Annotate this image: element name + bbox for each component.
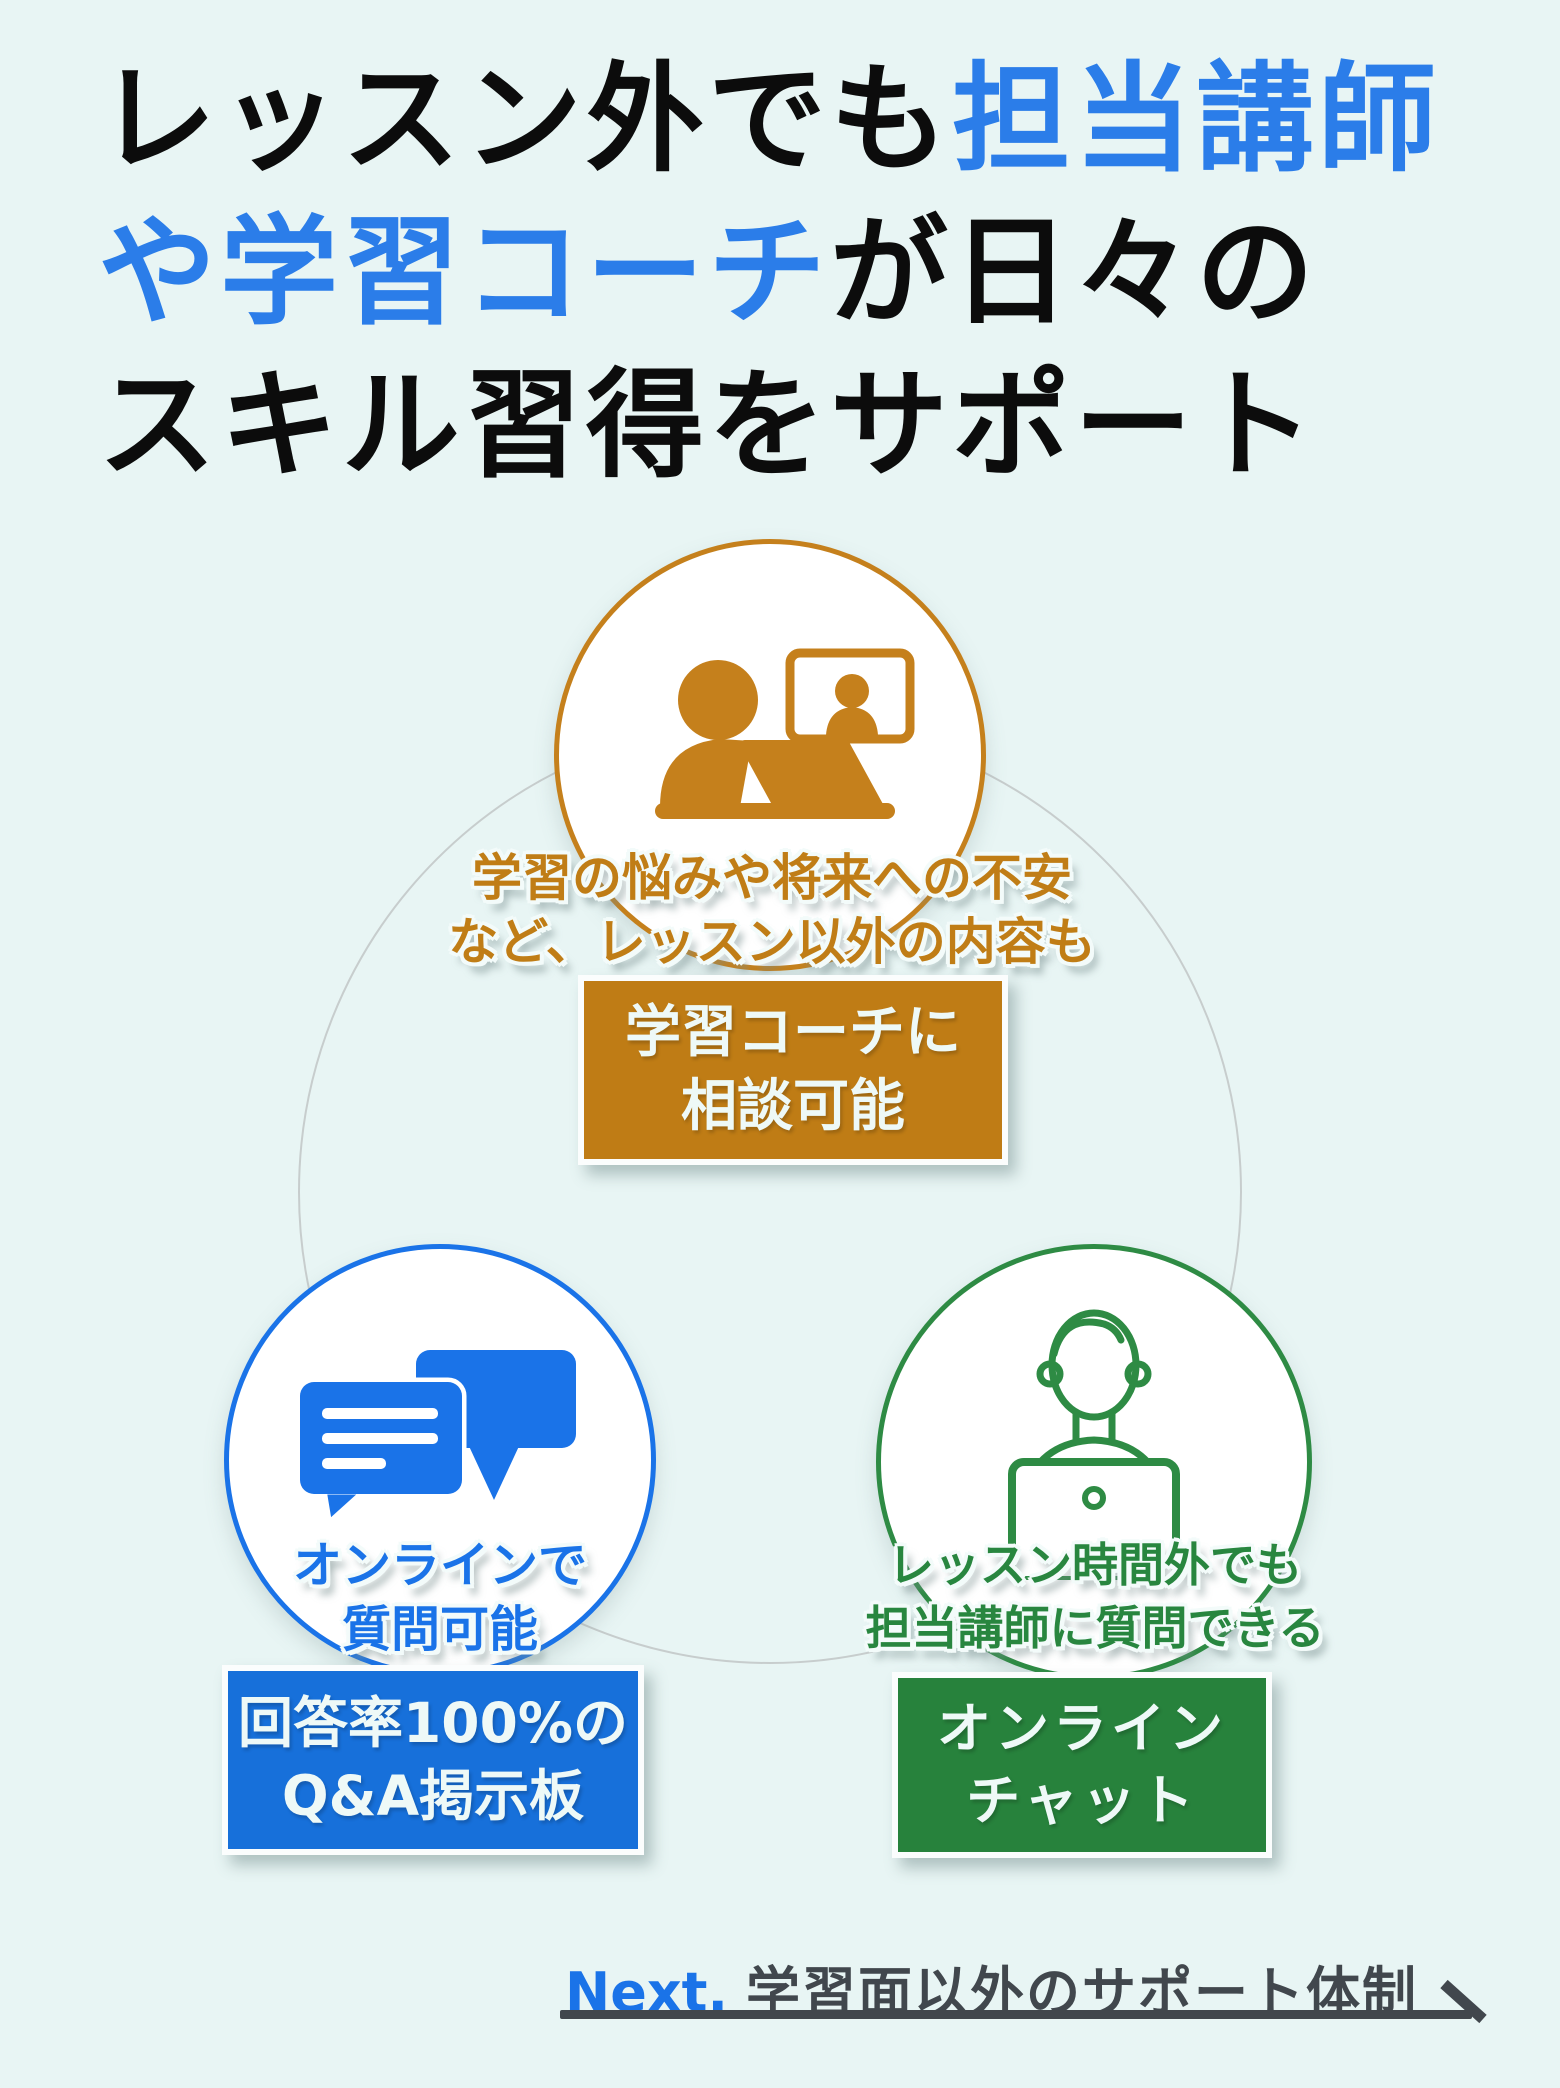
title-text-black: が日々の	[830, 202, 1319, 341]
qa-box-line1: 回答率100%の	[238, 1691, 628, 1755]
chat-caption: レッスン時間外でも 担当講師に質問できる	[845, 1534, 1345, 1660]
title-text-black: レッスン外でも	[98, 49, 953, 188]
qa-label-box: 回答率100%の Q&A掲示板	[222, 1665, 644, 1855]
coach-box-line1: 学習コーチに	[625, 1000, 961, 1065]
page-title-line1: レッスン外でも担当講師	[98, 42, 1518, 195]
footer-underline	[560, 2010, 1472, 2019]
coach-caption: 学習の悩みや将来への不安 など、レッスン以外の内容も	[272, 846, 1272, 974]
title-text-black: スキル習得をサポート	[98, 355, 1319, 494]
chat-box-line1: オンライン	[937, 1697, 1227, 1760]
instructor-laptop-icon	[1008, 1309, 1180, 1580]
qa-caption: オンラインで 質問可能	[190, 1534, 690, 1662]
chat-caption-line1: レッスン時間外でも	[888, 1538, 1302, 1592]
qa-caption-line2: 質問可能	[341, 1601, 538, 1658]
coach-circle	[554, 539, 986, 971]
coach-box-line2: 相談可能	[681, 1074, 905, 1139]
coach-caption-line2: など、レッスン以外の内容も	[448, 913, 1096, 971]
chat-bubbles-icon	[298, 1350, 576, 1530]
title-text-blue: や学習コーチ	[98, 202, 831, 341]
qa-box-line2: Q&A掲示板	[281, 1764, 585, 1828]
page-title-line2: や学習コーチが日々の	[98, 195, 1518, 348]
qa-caption-line1: オンラインで	[292, 1537, 587, 1594]
coach-caption-line1: 学習の悩みや将来への不安	[472, 849, 1072, 907]
chat-label-box: オンライン チャット	[892, 1672, 1272, 1858]
chat-caption-line2: 担当講師に質問できる	[865, 1601, 1325, 1655]
chat-box-line2: チャット	[966, 1769, 1198, 1832]
video-call-coach-icon	[655, 648, 915, 819]
page-title-line3: スキル習得をサポート	[98, 348, 1518, 501]
arrow-right-icon	[1440, 1979, 1487, 2024]
page-title: レッスン外でも担当講師 や学習コーチが日々の スキル習得をサポート	[98, 42, 1518, 501]
title-text-blue: 担当講師	[952, 49, 1441, 188]
coach-label-box: 学習コーチに 相談可能	[578, 975, 1008, 1165]
